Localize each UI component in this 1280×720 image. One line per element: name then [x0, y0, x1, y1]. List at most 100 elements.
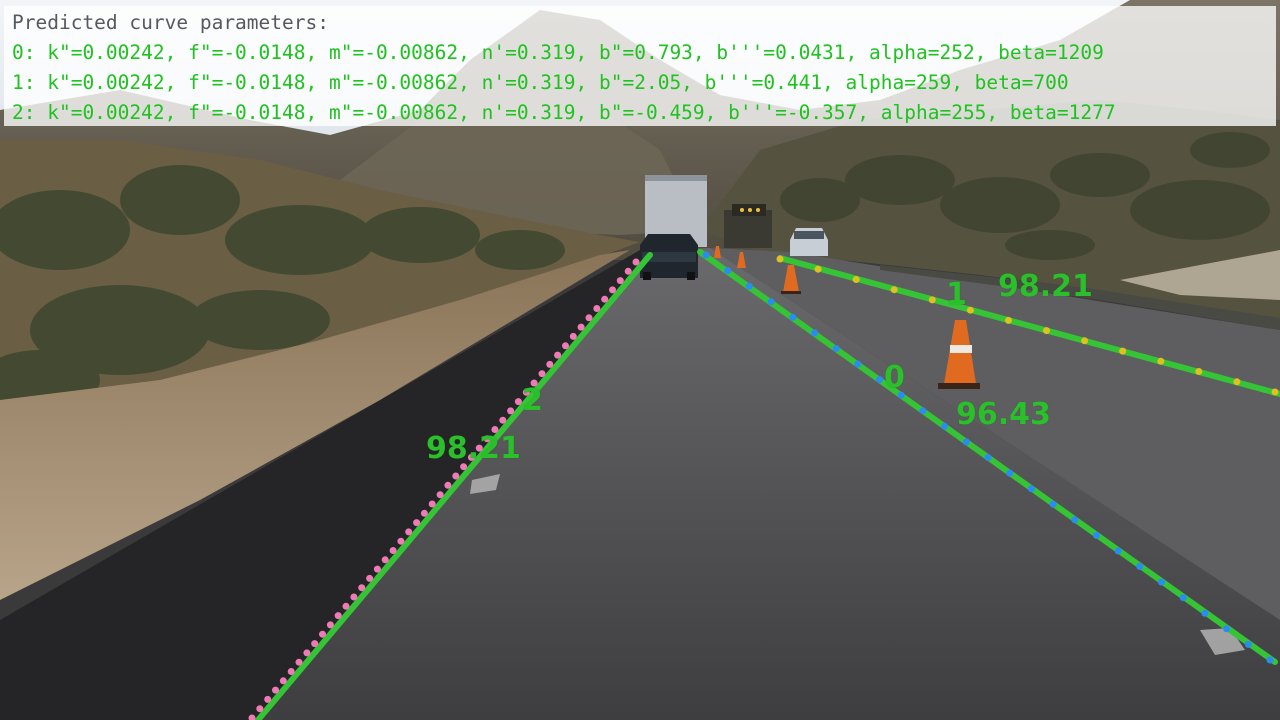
lane-1-score-label: 98.21	[998, 269, 1093, 304]
lane-2-point	[585, 314, 593, 322]
lane-2-point	[632, 258, 640, 266]
road-right-lane	[710, 248, 1280, 620]
scrub-left	[0, 165, 565, 410]
lane-2-score-label: 98.21	[426, 431, 521, 466]
lane-0-point	[789, 313, 797, 321]
lane-2-point	[405, 528, 413, 536]
lane-2-point	[264, 695, 272, 703]
lane-0-point	[767, 298, 775, 306]
lane-1-id-label: 1	[946, 277, 967, 312]
arrow-board-truck	[724, 204, 772, 248]
lane-2-point	[287, 668, 295, 675]
lane-0-score-label: 96.43	[956, 397, 1051, 432]
lane-2-point	[358, 584, 366, 592]
lane-1-point	[1195, 368, 1203, 375]
lane-2-id-label: 2	[522, 383, 543, 418]
lane-2-point	[272, 686, 279, 694]
car-right	[790, 228, 828, 256]
lane-0-point	[724, 267, 732, 275]
lane-2-point	[499, 416, 507, 424]
lane-1-point	[966, 306, 974, 314]
lane-1-parameters: 1: k"=0.00242, f"=-0.0148, m"=-0.00862, …	[12, 71, 1069, 94]
lane-0-point	[832, 345, 840, 352]
lane-2-point	[397, 537, 405, 545]
lane-2-fit-line	[255, 252, 653, 720]
lane-2-point	[373, 565, 381, 573]
lane-1-point	[852, 276, 860, 283]
lane-2-point	[467, 453, 475, 461]
lane-0-point	[1158, 578, 1165, 586]
lane-0-id-label: 0	[884, 360, 905, 395]
lane-2-point	[452, 472, 460, 480]
lane-0-point	[854, 360, 862, 368]
lane-2-point	[483, 435, 491, 443]
lane-2-point	[562, 342, 569, 350]
lane-1-point	[928, 296, 936, 304]
lane-0-point	[1071, 516, 1079, 524]
lane-2-point	[601, 295, 609, 303]
lane-2-point	[248, 714, 256, 720]
lane-2-point	[546, 360, 554, 368]
dirt-shoulder	[0, 250, 630, 600]
lane-2-point	[507, 407, 515, 415]
lane-0-point	[1049, 500, 1057, 508]
lane-2-point	[616, 277, 624, 285]
lane-0-point	[876, 376, 883, 384]
lane-2-point	[522, 388, 530, 396]
lane-2-point	[295, 658, 303, 666]
shoulder-asphalt	[0, 250, 650, 720]
lane-0-point	[1136, 563, 1144, 570]
lane-2-point	[554, 351, 562, 359]
lane-2-point	[413, 519, 421, 527]
lane-2-point	[444, 481, 452, 489]
lane-2-point	[475, 444, 483, 452]
traffic-cone-mid	[781, 265, 801, 294]
lane-2-point	[303, 649, 311, 657]
lane-1-point	[1119, 347, 1127, 355]
lane-0-point	[941, 422, 949, 430]
lane-1-point	[890, 286, 898, 294]
lane-0-point	[1006, 469, 1014, 477]
lane-0-point	[702, 251, 710, 259]
lane-2-point	[420, 509, 428, 517]
lane-0-parameters: 0: k"=0.00242, f"=-0.0148, m"=-0.00862, …	[12, 41, 1104, 64]
lane-2-point	[609, 286, 616, 294]
lane-1-point	[1157, 357, 1165, 365]
lane-2-point	[319, 630, 326, 638]
lane-2-point	[460, 463, 468, 471]
lane-1-point	[1005, 316, 1012, 324]
lane-2-parameters: 2: k"=0.00242, f"=-0.0148, m"=-0.00862, …	[12, 101, 1116, 124]
car-ahead	[640, 234, 698, 280]
lane-0-point	[1114, 547, 1122, 555]
traffic-cone-far	[714, 246, 746, 268]
lane-2-point	[381, 556, 389, 564]
lane-2-point	[530, 379, 538, 387]
lane-2-point	[342, 602, 350, 610]
lane-2-point	[428, 500, 436, 508]
lane-1-point	[1271, 388, 1279, 396]
lane-2-point	[279, 677, 287, 685]
lane-0-point	[919, 407, 927, 415]
lane-2-point	[389, 547, 397, 554]
lane-2-point	[334, 612, 342, 620]
lane-1-point	[776, 255, 784, 263]
curve-parameters-panel: Predicted curve parameters: 0: k"=0.0024…	[4, 6, 1276, 126]
lane-0-point	[1244, 640, 1252, 648]
lane-2-point	[350, 593, 358, 601]
lane-0-point	[1223, 625, 1231, 633]
lane-0-point	[1179, 594, 1187, 602]
lane-2-point	[624, 267, 632, 275]
lane-2-point	[538, 370, 546, 378]
lane-2-point	[256, 705, 264, 713]
lane-0-point	[1266, 656, 1274, 664]
traffic-cone-near	[938, 320, 980, 389]
lane-2-point	[577, 323, 585, 331]
lane-1-point	[1081, 337, 1089, 345]
lane-0-point	[1201, 609, 1209, 617]
lane-0-point	[1027, 485, 1035, 493]
lane-2-point	[569, 332, 577, 340]
lane-0-point	[745, 282, 753, 290]
lane-0-point	[811, 329, 818, 337]
